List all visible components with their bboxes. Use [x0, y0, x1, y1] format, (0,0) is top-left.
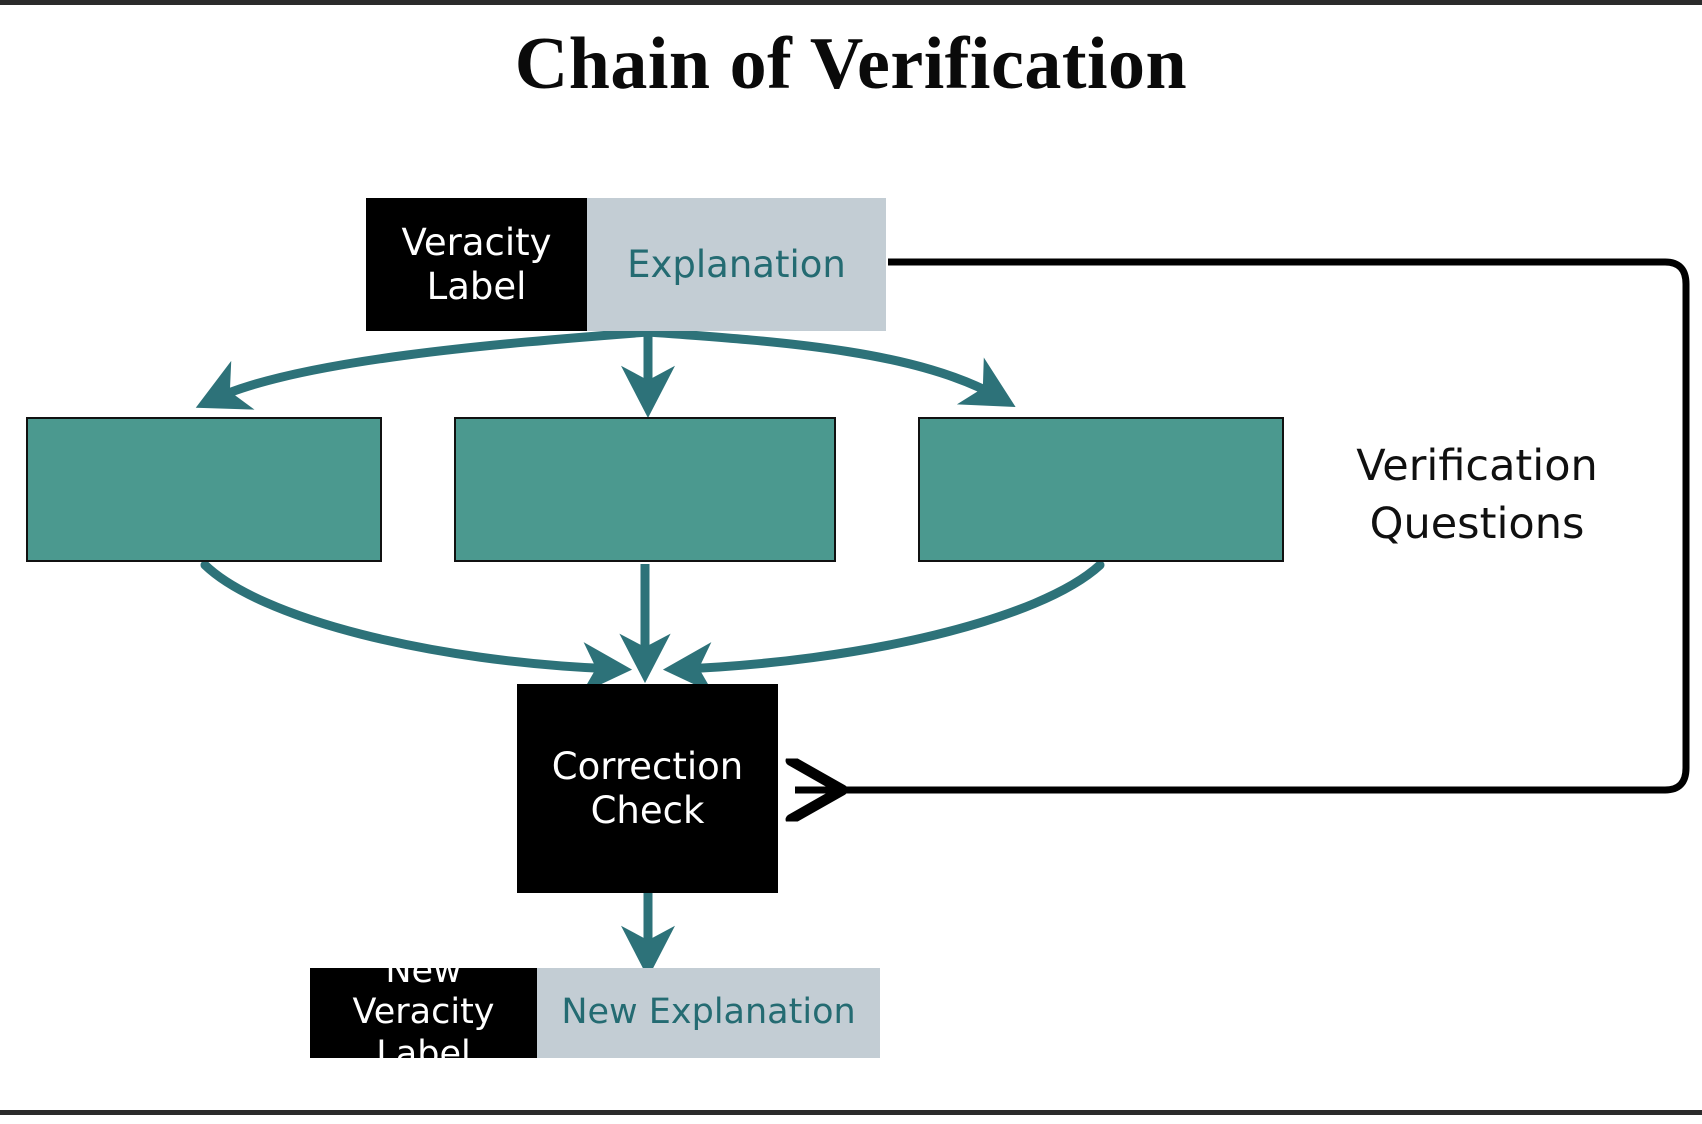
new-veracity-label-line1: New Veracity — [352, 951, 495, 1033]
correction-check-line1: Correction — [551, 744, 744, 788]
frame-top-border — [0, 0, 1702, 5]
new-explanation-text: New Explanation — [561, 992, 856, 1033]
verification-question-box-3[interactable] — [918, 417, 1284, 562]
new-veracity-label-text: New Veracity Label — [310, 951, 537, 1075]
veracity-label-block[interactable]: Veracity Label — [366, 198, 587, 331]
edge-explanation-to-vq-left — [195, 327, 653, 410]
explanation-text: Explanation — [627, 242, 846, 286]
edge-vq-left-to-correction — [200, 560, 633, 694]
veracity-label-text: Veracity Label — [401, 221, 551, 308]
new-veracity-label-block[interactable]: New Veracity Label — [310, 951, 537, 1074]
verification-questions-caption-line2: Questions — [1369, 499, 1585, 550]
edge-explanation-to-vq-right — [643, 327, 1016, 407]
verification-question-box-2[interactable] — [454, 417, 836, 562]
new-veracity-label-line2: Label — [376, 1033, 471, 1074]
correction-check-text: Correction Check — [552, 745, 743, 832]
frame-bottom-border — [0, 1110, 1702, 1115]
edge-vq-right-to-correction — [662, 560, 1105, 694]
veracity-label-line1: Veracity — [401, 220, 552, 264]
explanation-block[interactable]: Explanation — [587, 198, 886, 331]
correction-check-line2: Check — [590, 788, 705, 832]
verification-questions-caption: Verification Questions — [1312, 437, 1642, 553]
page-title: Chain of Verification — [514, 23, 1188, 105]
new-explanation-block[interactable]: New Explanation — [537, 968, 880, 1058]
verification-question-box-1[interactable] — [26, 417, 382, 562]
correction-check-block[interactable]: Correction Check — [517, 684, 778, 893]
veracity-label-line2: Label — [426, 264, 527, 308]
verification-questions-caption-line1: Verification — [1356, 441, 1598, 491]
